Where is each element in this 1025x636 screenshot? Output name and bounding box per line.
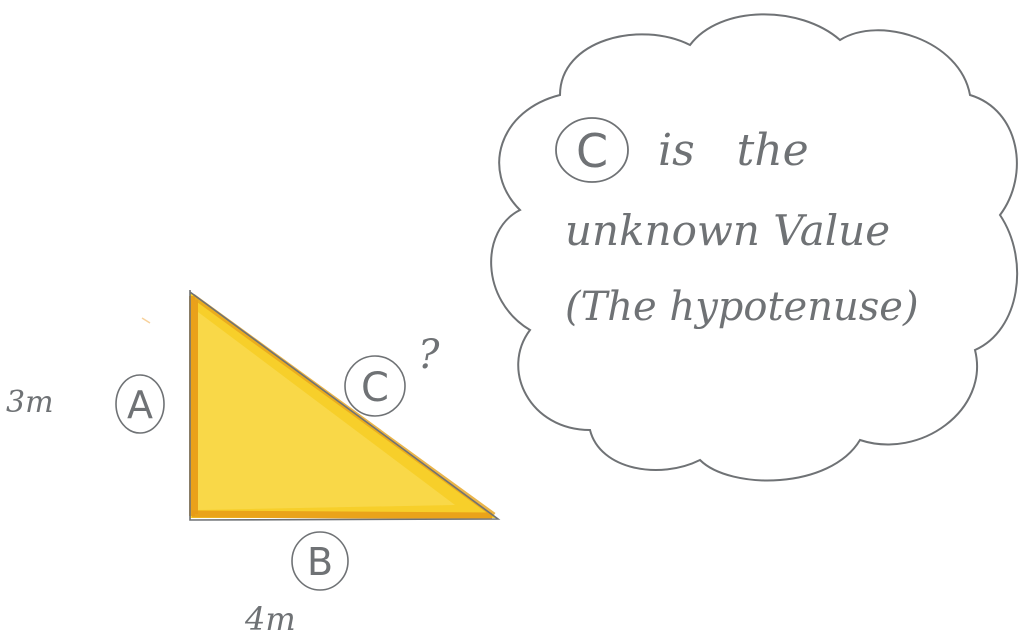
side-c-letter: C	[361, 365, 389, 411]
cloud-outline	[490, 13, 1019, 482]
side-a-circle	[115, 374, 165, 434]
bubble-line-1: is the	[658, 125, 809, 176]
side-a-letter: A	[127, 383, 153, 427]
bubble-line-2: unknown Value	[565, 206, 890, 255]
side-b-letter: B	[307, 540, 333, 584]
side-b-label: B 4m	[244, 531, 349, 636]
side-c-circle	[344, 355, 406, 417]
bubble-c-letter: C	[576, 124, 608, 178]
thought-bubble: C is the unknown Value (The hypotenuse)	[490, 13, 1019, 482]
bubble-c-circle	[555, 117, 629, 183]
bubble-line-3: (The hypotenuse)	[565, 284, 919, 330]
right-triangle	[141, 290, 501, 521]
side-b-length: 4m	[244, 600, 296, 636]
side-c-label: C ?	[344, 332, 440, 417]
side-c-question-mark: ?	[418, 332, 440, 378]
side-b-circle	[291, 531, 349, 591]
side-a-label: A 3m	[6, 374, 165, 434]
side-a-length: 3m	[6, 385, 54, 420]
